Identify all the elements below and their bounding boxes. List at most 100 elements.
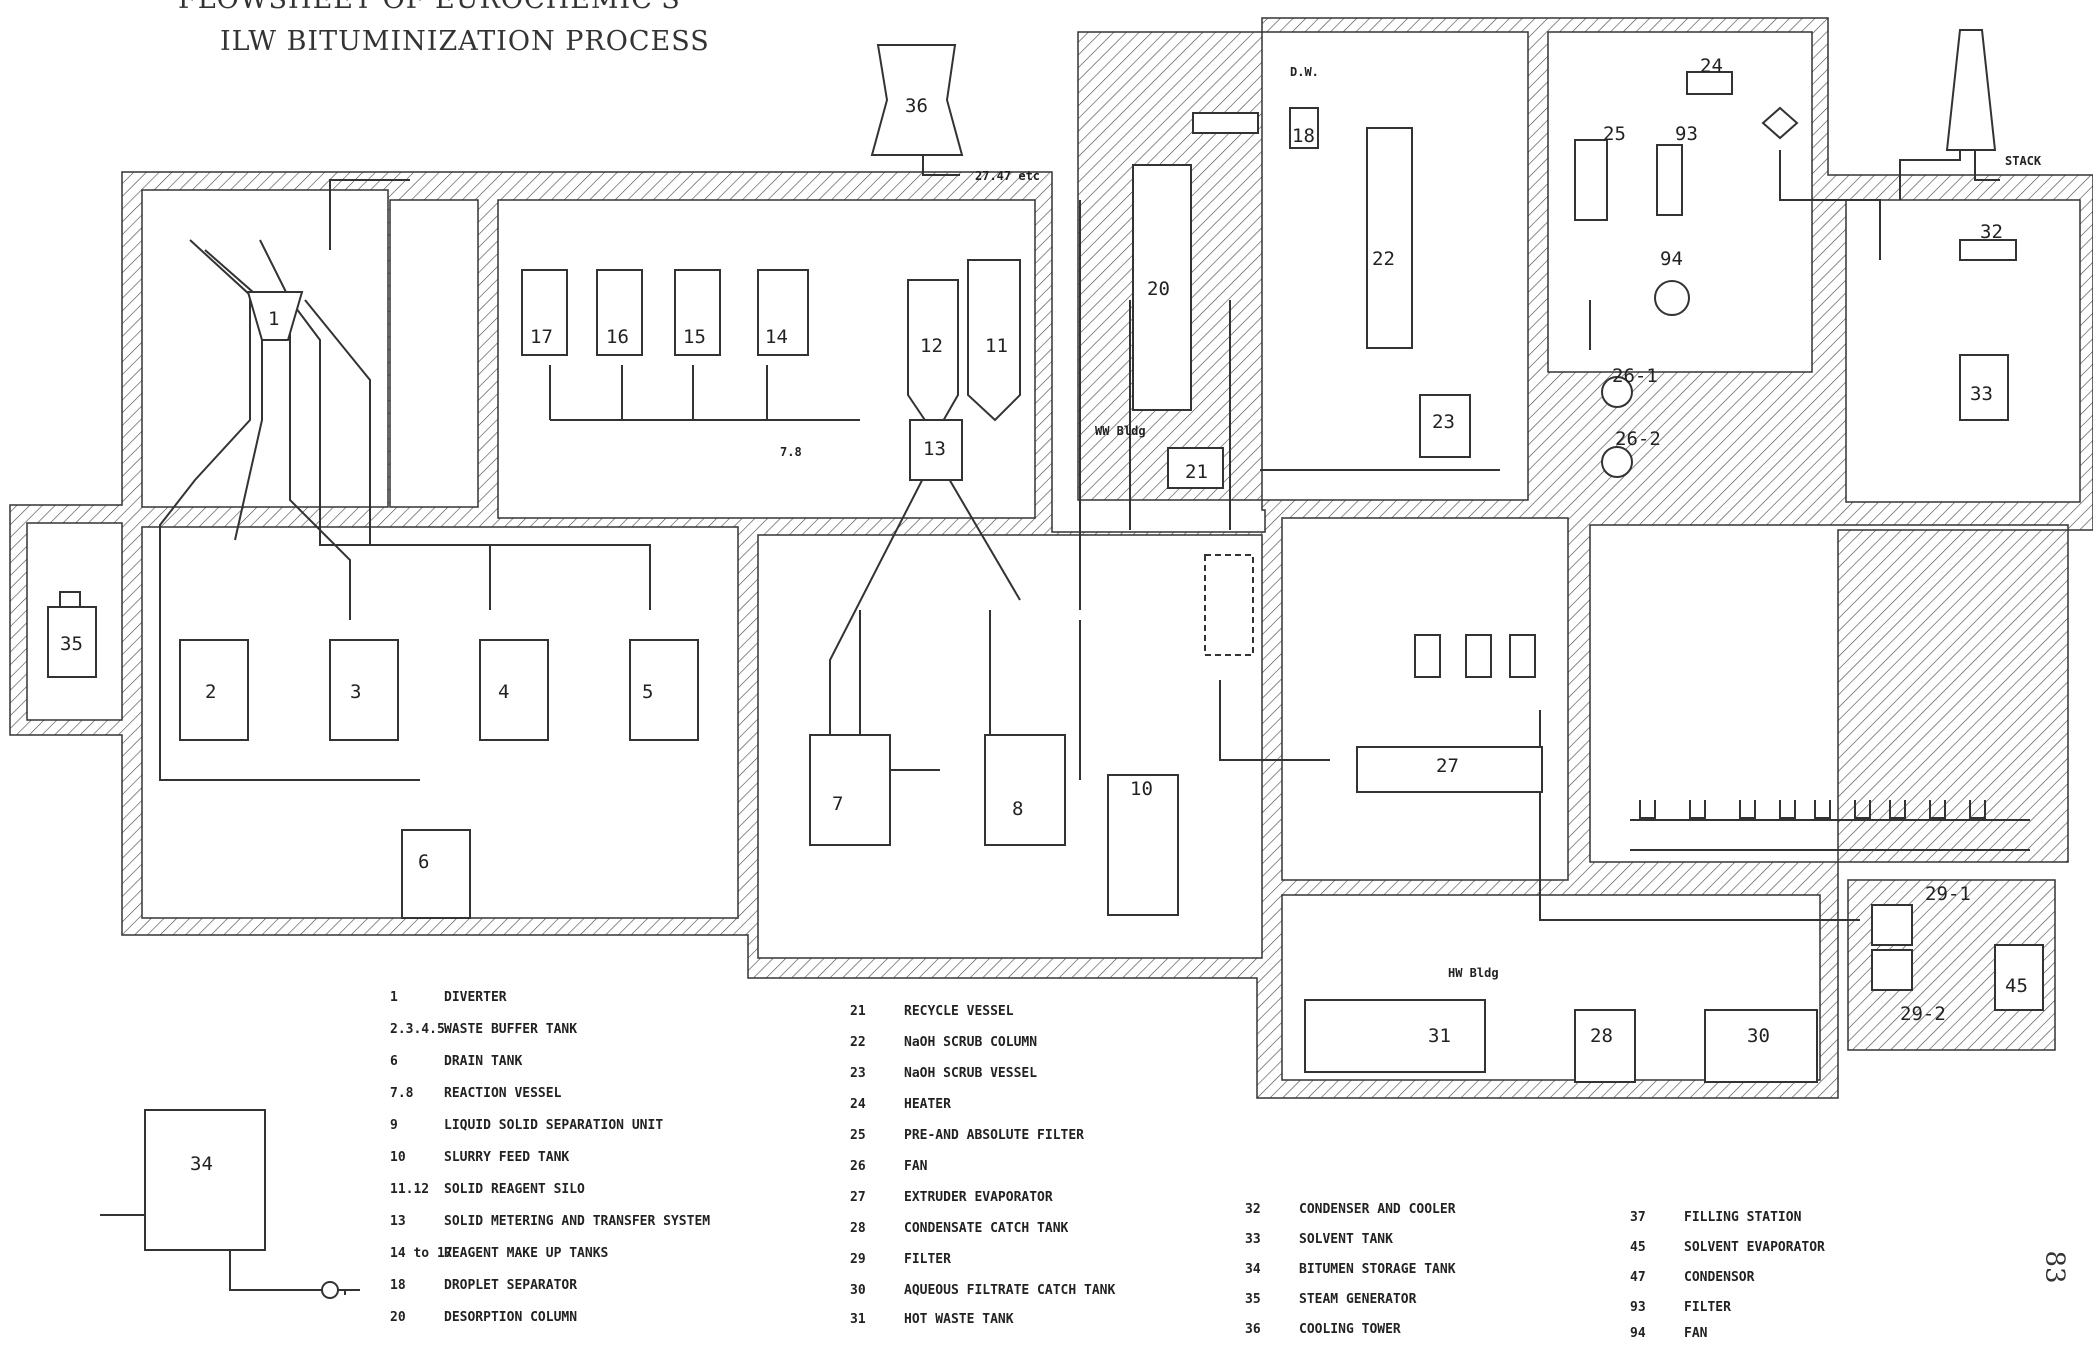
- page-number: 83: [2040, 1250, 2070, 1283]
- tag-32: 32: [1980, 221, 2003, 243]
- tank-6-drain: [402, 830, 470, 918]
- tank-31-hot-waste: [1305, 1000, 1485, 1072]
- tank-5-waste-buffer: [630, 640, 698, 740]
- tag-4: 4: [498, 681, 509, 703]
- vessel-8-reaction: [985, 735, 1065, 845]
- legend-item: 14 to 17REAGENT MAKE UP TANKS: [390, 1246, 608, 1261]
- fan-26-2: [1602, 447, 1632, 477]
- tag-36: 36: [905, 95, 928, 117]
- tag-3: 3: [350, 681, 361, 703]
- tag-5: 5: [642, 681, 653, 703]
- tag-26-2: 26-2: [1615, 428, 1661, 450]
- tag-93: 93: [1675, 123, 1698, 145]
- filter-29-1: [1872, 905, 1912, 945]
- filter-25-pre-absolute: [1575, 140, 1607, 220]
- tag-17: 17: [530, 326, 553, 348]
- tag-34: 34: [190, 1153, 213, 1175]
- label-hw-bldg: HW Bldg: [1448, 966, 1499, 980]
- tag-16: 16: [606, 326, 629, 348]
- tag-30: 30: [1747, 1025, 1770, 1047]
- legend-item: 45SOLVENT EVAPORATOR: [1630, 1240, 1825, 1255]
- label-ww-bldg: WW Bldg: [1095, 424, 1146, 438]
- tag-11: 11: [985, 335, 1008, 357]
- legend-item: 2.3.4.5WASTE BUFFER TANK: [390, 1022, 577, 1037]
- tag-29-2: 29-2: [1900, 1003, 1946, 1025]
- legend-item: 26FAN: [850, 1159, 927, 1174]
- tag-18: 18: [1292, 125, 1315, 147]
- unit-9-liquid-solid-separation: [1205, 555, 1253, 655]
- label-to-7-8: 7.8: [780, 445, 802, 459]
- tag-21: 21: [1185, 461, 1208, 483]
- legend-item: 1DIVERTER: [390, 990, 507, 1005]
- vessel-7-reaction: [810, 735, 890, 845]
- tag-27: 27: [1436, 755, 1459, 777]
- tag-23: 23: [1432, 411, 1455, 433]
- tag-26-1: 26-1: [1612, 365, 1658, 387]
- label-stack: STACK: [2005, 154, 2042, 168]
- filter-29-2: [1872, 950, 1912, 990]
- tag-12: 12: [920, 335, 943, 357]
- tag-24: 24: [1700, 55, 1723, 77]
- tag-1: 1: [268, 308, 279, 330]
- tag-10: 10: [1130, 778, 1153, 800]
- tag-35: 35: [60, 633, 83, 655]
- tag-8: 8: [1012, 798, 1023, 820]
- tag-22: 22: [1372, 248, 1395, 270]
- column-22-naoh-scrub: [1367, 128, 1412, 348]
- condenser-32-cooler: [1960, 240, 2016, 260]
- tag-7: 7: [832, 793, 843, 815]
- diagram-title-line1: FLOWSHEET OF EUROCHEMIC'S: [178, 0, 681, 15]
- tank-3-waste-buffer: [330, 640, 398, 740]
- tag-33: 33: [1970, 383, 1993, 405]
- tag-25: 25: [1603, 123, 1626, 145]
- tag-6: 6: [418, 851, 429, 873]
- diagram-title-line2: ILW BITUMINIZATION PROCESS: [220, 26, 710, 57]
- silo-12-solid-reagent: [908, 280, 958, 435]
- tag-14: 14: [765, 326, 788, 348]
- stack: [1947, 30, 1995, 150]
- damper: [1763, 108, 1797, 138]
- tag-20: 20: [1147, 278, 1170, 300]
- tag-94: 94: [1660, 248, 1683, 270]
- legend-item: 29FILTER: [850, 1252, 951, 1267]
- tag-31: 31: [1428, 1025, 1451, 1047]
- tag-28: 28: [1590, 1025, 1613, 1047]
- legend-item: 13SOLID METERING AND TRANSFER SYSTEM: [390, 1214, 710, 1229]
- tank-34-bitumen-storage: [145, 1110, 265, 1250]
- label-dw: D.W.: [1290, 65, 1319, 79]
- legend-item: 24HEATER: [850, 1097, 951, 1112]
- label-to-27-47: 27.47 etc: [975, 169, 1040, 183]
- tag-2: 2: [205, 681, 216, 703]
- tag-29-1: 29-1: [1925, 883, 1971, 905]
- tag-15: 15: [683, 326, 706, 348]
- tank-4-waste-buffer: [480, 640, 548, 740]
- tag-13: 13: [923, 438, 946, 460]
- filter-93: [1657, 145, 1682, 215]
- tag-45: 45: [2005, 975, 2028, 997]
